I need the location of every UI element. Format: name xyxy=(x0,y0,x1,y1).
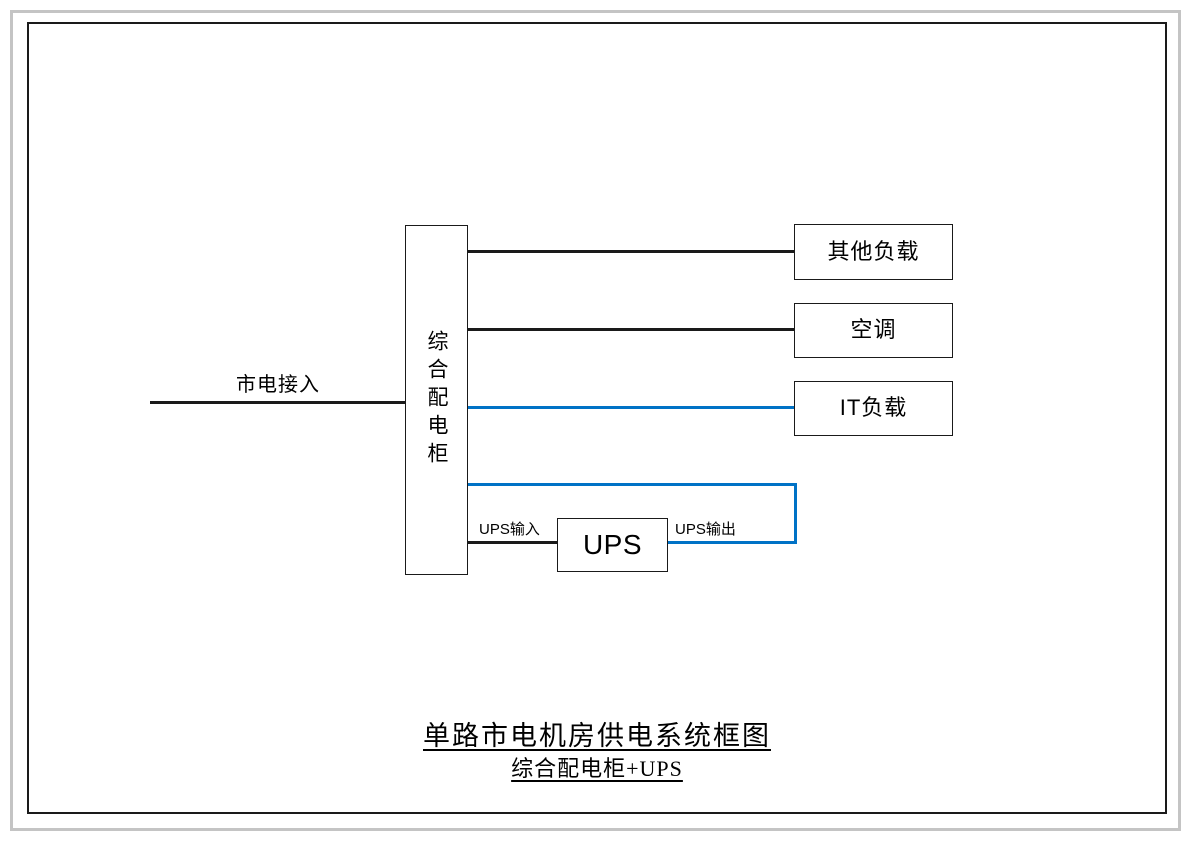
page-frame-outer xyxy=(10,10,1181,831)
wire-ups-output-return xyxy=(466,483,797,486)
caption-title-line: 单路市电机房供电系统框图 xyxy=(27,718,1167,754)
node-label-hvac: 空调 xyxy=(850,317,897,343)
caption-title-text: 单路市电机房供电系统框图 xyxy=(423,721,771,751)
wire-to-it-load xyxy=(466,406,796,409)
node-it-load[interactable]: IT负载 xyxy=(794,381,953,436)
node-other-load[interactable]: 其他负载 xyxy=(794,224,953,280)
wire-mains-input xyxy=(150,401,406,404)
wire-label-ups-input: UPS输入 xyxy=(478,518,541,539)
node-power-distribution-cabinet[interactable]: 综合配电柜 xyxy=(405,225,468,575)
wire-ups-output-riser xyxy=(794,483,797,543)
node-label-it-load: IT负载 xyxy=(839,395,908,421)
node-label-cabinet: 综合配电柜 xyxy=(425,330,448,470)
wire-label-mains-input: 市电接入 xyxy=(236,374,320,396)
diagram-caption: 单路市电机房供电系统框图 综合配电柜+UPS xyxy=(27,718,1167,784)
wire-to-other-load xyxy=(466,250,796,253)
wire-label-ups-output: UPS输出 xyxy=(674,518,737,539)
node-label-other-load: 其他负载 xyxy=(827,238,920,264)
wire-ups-output xyxy=(666,541,797,544)
caption-subtitle-line: 综合配电柜+UPS xyxy=(27,754,1167,784)
page-frame-inner xyxy=(27,22,1167,814)
node-label-ups: UPS xyxy=(582,528,643,560)
wire-ups-input xyxy=(466,541,559,544)
wire-to-hvac xyxy=(466,328,796,331)
node-ups[interactable]: UPS xyxy=(557,518,668,572)
node-hvac[interactable]: 空调 xyxy=(794,303,953,358)
caption-subtitle-text: 综合配电柜+UPS xyxy=(511,756,683,782)
